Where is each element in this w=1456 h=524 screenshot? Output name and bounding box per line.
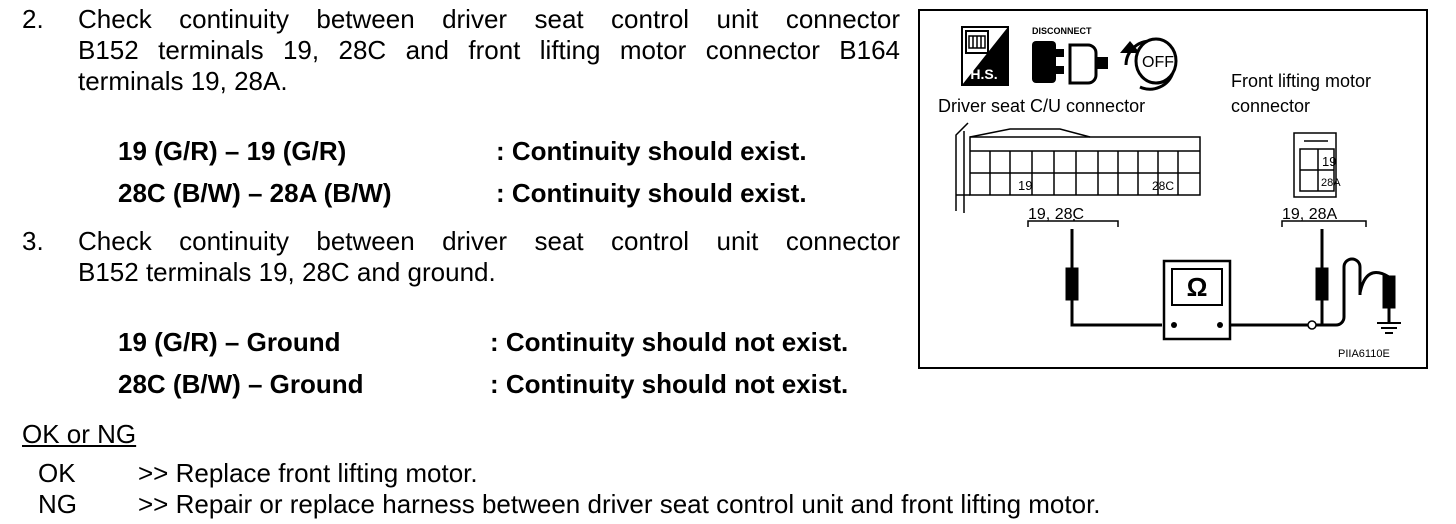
- hs-label: H.S.: [970, 66, 997, 82]
- cu-terminal-28c: 28C: [1152, 179, 1174, 193]
- motor-terminal-28a: 28A: [1321, 177, 1341, 189]
- ok-ng-heading: OK or NG: [22, 419, 137, 449]
- step3-check1-result: : Continuity should not exist.: [490, 327, 849, 357]
- off-label: OFF: [1142, 54, 1174, 71]
- step3-line2: B152 terminals 19, 28C and ground.: [78, 257, 496, 287]
- step2-check1-pair: 19 (G/R) – 19 (G/R): [118, 136, 347, 166]
- cu-terminal-19: 19: [1018, 178, 1032, 193]
- step3-check1-pair: 19 (G/R) – Ground: [118, 327, 341, 357]
- ng-text: >> Repair or replace harness between dri…: [138, 489, 1101, 519]
- harness-side-icon: H.S.: [961, 26, 1009, 86]
- ground-symbol: [1377, 322, 1401, 334]
- cu-connector-label: Driver seat C/U connector: [938, 96, 1145, 116]
- ohmmeter: [1162, 259, 1232, 341]
- driver-seat-cu-connector: [955, 122, 1201, 213]
- figure-code: PIIA6110E: [1338, 348, 1390, 360]
- step2-check1-result: : Continuity should exist.: [496, 136, 807, 166]
- disconnect-label: DISCONNECT: [1032, 26, 1092, 36]
- step3-line1: Check continuity between driver seat con…: [78, 226, 900, 256]
- step2-check2-result: : Continuity should exist.: [496, 178, 807, 208]
- step3-check2-pair: 28C (B/W) – Ground: [118, 369, 364, 399]
- motor-connector-label-2: connector: [1231, 96, 1310, 116]
- continuity-test-diagram: H.S. DISCONNECT OFF Driver seat C/U conn…: [918, 9, 1428, 369]
- motor-terminal-19: 19: [1322, 154, 1336, 169]
- cu-probe-label: 19, 28C: [1028, 206, 1084, 223]
- motor-probe-label: 19, 28A: [1282, 206, 1337, 223]
- step2-line1: Check continuity between driver seat con…: [78, 4, 900, 34]
- step2-line2: B152 terminals 19, 28C and front lifting…: [78, 35, 900, 65]
- front-lifting-motor-connector: [1293, 132, 1337, 198]
- step3-number: 3.: [22, 226, 44, 256]
- ok-label: OK: [38, 458, 76, 488]
- test-leads: [1065, 229, 1396, 327]
- ignition-off-icon: OFF: [1120, 37, 1178, 91]
- step2-number: 2.: [22, 4, 44, 34]
- disconnect-icon: DISCONNECT: [1032, 26, 1108, 85]
- ng-label: NG: [38, 489, 77, 519]
- motor-connector-label-1: Front lifting motor: [1231, 71, 1371, 91]
- step3-check2-result: : Continuity should not exist.: [490, 369, 849, 399]
- step2-check2-pair: 28C (B/W) – 28A (B/W): [118, 178, 392, 208]
- ohm-symbol: Ω: [1187, 272, 1208, 302]
- step2-line3: terminals 19, 28A.: [78, 66, 288, 96]
- ok-text: >> Replace front lifting motor.: [138, 458, 478, 488]
